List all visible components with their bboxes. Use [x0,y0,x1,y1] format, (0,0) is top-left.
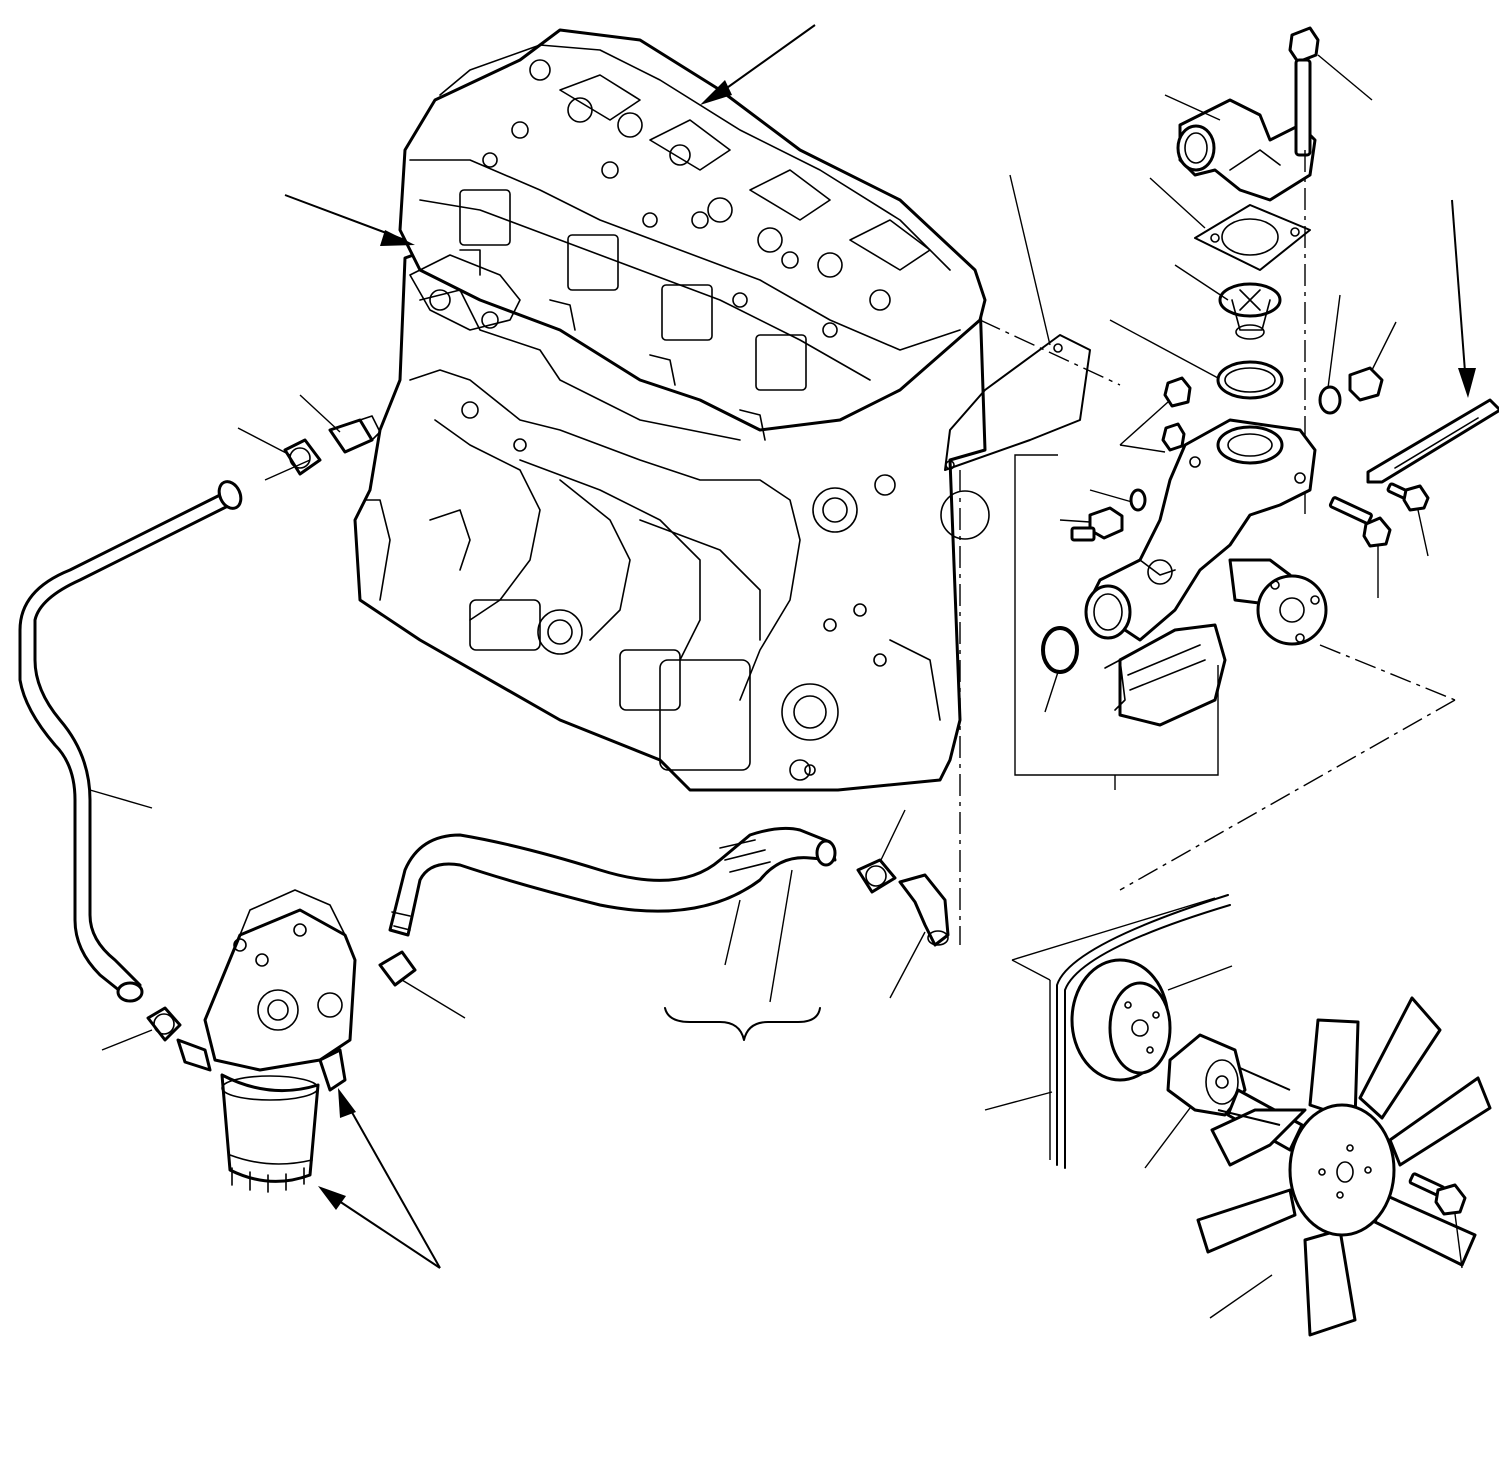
group-brace [664,1007,821,1041]
pump-seal-ring [1041,626,1079,713]
hose-clamp-right [856,809,906,894]
fan-bolt [1217,1109,1467,1269]
fan-axis-link [1239,1067,1291,1091]
o-ring [1109,319,1284,400]
hose-fitting-upper [299,394,381,454]
fan-belt [984,894,1231,1169]
axis-line-pump-fan [1319,644,1456,701]
fan-pulley [1070,958,1233,1082]
plug-screws [1119,376,1192,453]
axis-line-fan [1119,699,1456,891]
hose-clamp-lower [101,1006,182,1051]
hose-elbow [889,873,950,999]
water-pump [1084,418,1328,727]
callout-arrows-filter [318,1088,441,1269]
pump-gasket [944,174,1091,471]
thermostat-cover [1164,94,1317,202]
cooling-fan [1196,996,1492,1337]
cover-bolt [1288,26,1373,157]
cover-gasket [1149,177,1311,271]
drain-plug [1318,294,1397,415]
thermostat [1174,264,1282,340]
hose-clamp-upper [237,427,322,481]
axis-line-gasket [979,319,1121,386]
fan-belt-adjuster [1366,199,1499,484]
coolant-hose-short [378,826,837,1019]
coolant-hose-long [18,480,243,1003]
pump-assembly-bracket [1014,454,1219,790]
coolant-temperature-sensor [1059,488,1147,542]
oil-filter-head [176,889,357,1092]
adjuster-bolts [1328,482,1430,598]
fan-view-frame [1011,897,1216,1160]
callout-arrows-engine [284,24,816,246]
oil-filter-cartridge [220,1073,320,1193]
